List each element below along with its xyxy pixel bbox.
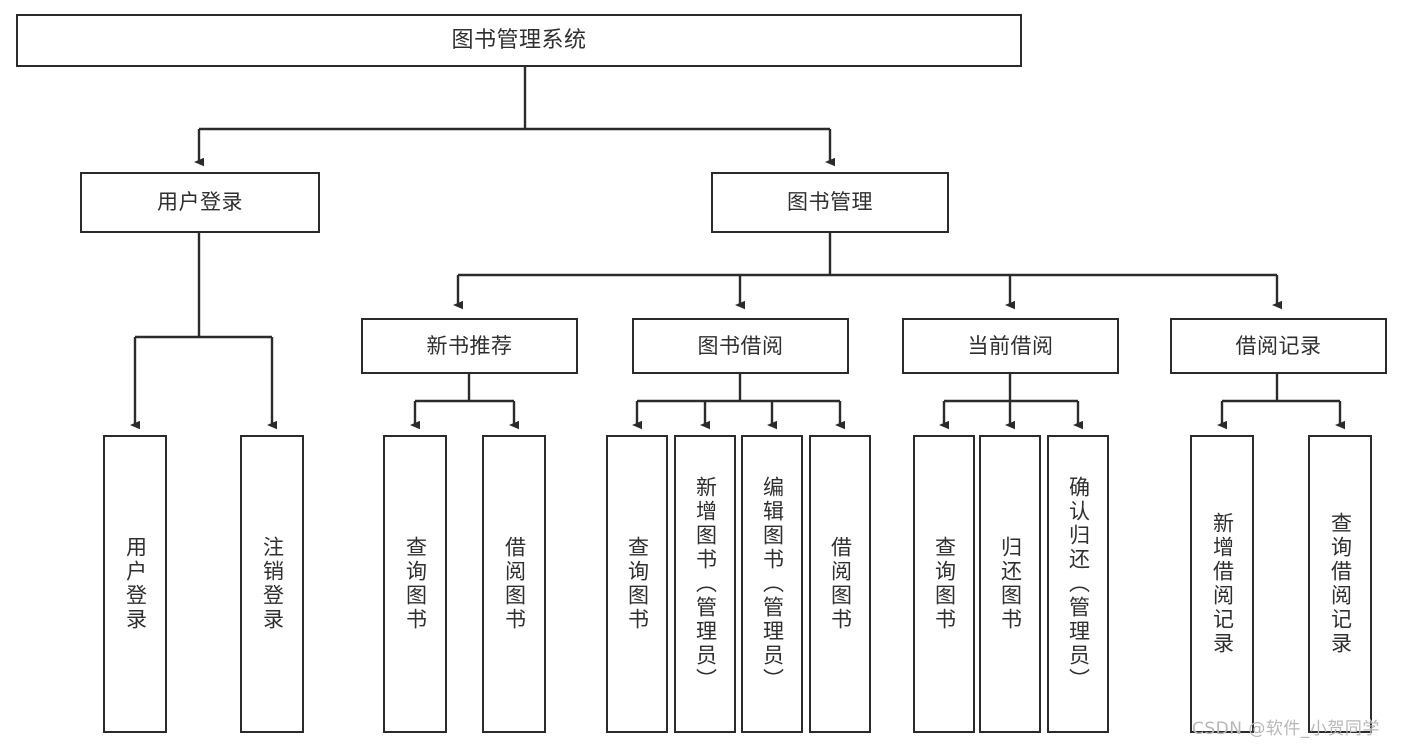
node-user-login[interactable]: 用户登录 (80, 172, 320, 233)
node-book-borrowing[interactable]: 图书借阅 (632, 318, 849, 374)
node-label: 查询图书 (625, 536, 650, 632)
node-label: 当前借阅 (967, 333, 1054, 358)
node-borrowing-record[interactable]: 借阅记录 (1170, 318, 1387, 374)
node-label: 用户登录 (123, 536, 148, 632)
leaf-current-borrow-confirm-return-admin[interactable]: 确认归还（管理员） (1047, 435, 1109, 733)
node-label: 图书借阅 (697, 333, 784, 358)
node-label: 查询借阅记录 (1328, 512, 1353, 656)
node-label: 借阅图书 (502, 536, 527, 632)
node-label: 编辑图书（管理员） (760, 476, 785, 692)
leaf-user-login-logout[interactable]: 注销登录 (240, 435, 304, 733)
csdn-watermark: CSDN @软件_小贺同学 (1192, 719, 1380, 739)
node-label: 查询图书 (932, 536, 957, 632)
node-root-book-management-system[interactable]: 图书管理系统 (16, 14, 1022, 67)
leaf-current-borrow-return-book[interactable]: 归还图书 (979, 435, 1041, 733)
leaf-borrow-record-query-record[interactable]: 查询借阅记录 (1308, 435, 1372, 733)
leaf-current-borrow-query-book[interactable]: 查询图书 (913, 435, 975, 733)
node-label: 新增图书（管理员） (693, 476, 718, 692)
node-current-borrowing[interactable]: 当前借阅 (902, 318, 1119, 374)
node-label: 借阅记录 (1235, 333, 1322, 358)
leaf-book-borrow-query-book[interactable]: 查询图书 (606, 435, 668, 733)
node-label: 注销登录 (260, 536, 285, 632)
node-new-book-recommendation[interactable]: 新书推荐 (361, 318, 578, 374)
leaf-new-book-borrow-book[interactable]: 借阅图书 (482, 435, 546, 733)
leaf-book-borrow-edit-book-admin[interactable]: 编辑图书（管理员） (741, 435, 803, 733)
node-label: 归还图书 (998, 536, 1023, 632)
node-book-management[interactable]: 图书管理 (711, 172, 949, 233)
node-label: 借阅图书 (828, 536, 853, 632)
node-label: 用户登录 (157, 190, 243, 215)
leaf-book-borrow-add-book-admin[interactable]: 新增图书（管理员） (674, 435, 736, 733)
node-label: 图书管理 (787, 190, 873, 215)
leaf-user-login-login[interactable]: 用户登录 (103, 435, 167, 733)
node-label: 新书推荐 (426, 333, 513, 358)
node-label: 确认归还（管理员） (1066, 476, 1091, 692)
node-label: 新增借阅记录 (1210, 512, 1235, 656)
node-label: 查询图书 (403, 536, 428, 632)
leaf-borrow-record-add-record[interactable]: 新增借阅记录 (1190, 435, 1254, 733)
leaf-new-book-query-book[interactable]: 查询图书 (383, 435, 447, 733)
leaf-book-borrow-borrow-book[interactable]: 借阅图书 (809, 435, 871, 733)
node-label: 图书管理系统 (451, 27, 587, 53)
